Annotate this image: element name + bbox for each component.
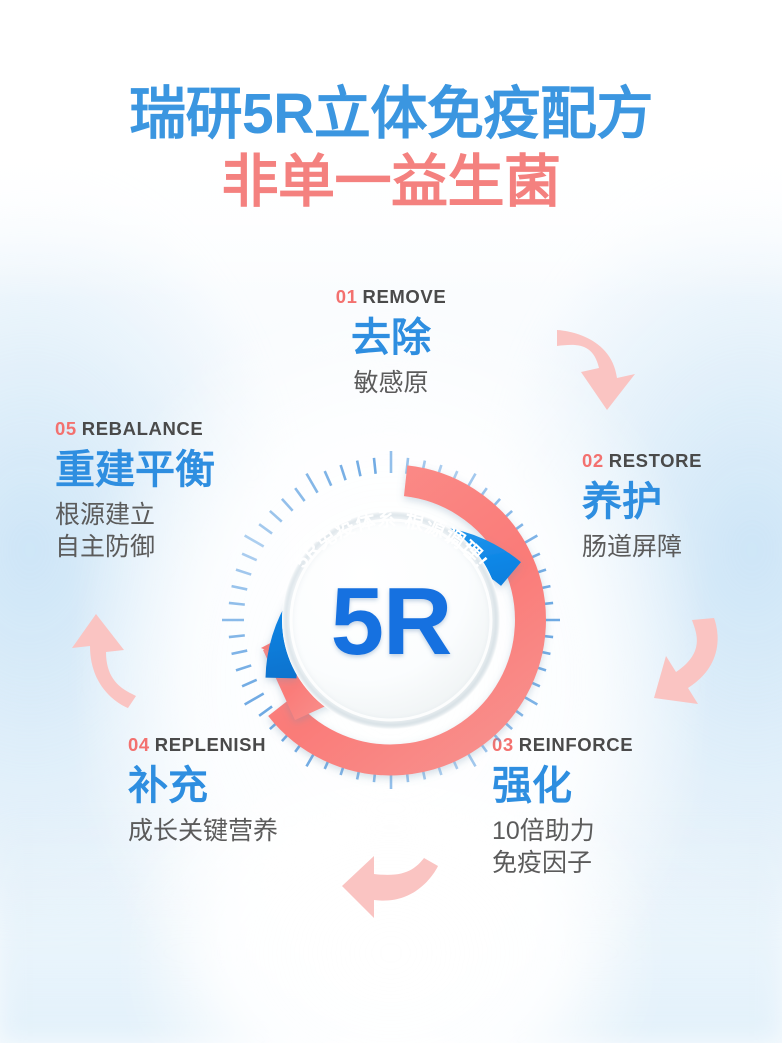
- step-02-number: 02: [582, 450, 604, 471]
- step-03-desc-line-1: 10倍助力: [492, 817, 595, 846]
- central-5r-badge: 5R免疫体系 根源调理! 5R: [222, 451, 560, 789]
- step-03-title: 强化: [492, 763, 572, 808]
- step-03-desc-line-2: 免疫因子: [492, 849, 593, 878]
- step-02-desc-line-1: 肠道屏障: [582, 533, 683, 562]
- step-01-desc-line-1: 敏感原: [353, 369, 429, 398]
- step-02-title: 养护: [582, 479, 662, 524]
- background-top-fade: [0, 0, 782, 300]
- connector-arrow-bottom-middle: [340, 852, 444, 927]
- step-04-english: REPLENISH: [154, 734, 267, 755]
- step-02-english: RESTORE: [608, 450, 703, 471]
- step-01-english: REMOVE: [362, 286, 447, 307]
- badge-inner-rim: [282, 511, 500, 729]
- badge-ring-salmon: [268, 465, 546, 776]
- step-01-title: 去除: [351, 315, 431, 360]
- step-04-number: 04: [128, 734, 150, 755]
- step-05-number: 05: [55, 418, 77, 439]
- step-01-number: 01: [335, 286, 358, 307]
- connector-arrow-top-right: [545, 322, 641, 419]
- connector-arrow-bottom-right: [648, 612, 738, 717]
- step-03-english: REINFORCE: [518, 734, 634, 755]
- badge-core-label: 5R: [331, 568, 452, 675]
- page-title-line-1: 瑞研5R立体免疫配方: [129, 82, 653, 146]
- step-04-desc-line-1: 成长关键营养: [128, 817, 279, 846]
- connector-arrow-bottom-left: [62, 612, 148, 717]
- badge-inner-highlight: [289, 518, 493, 722]
- step-05-desc-line-2: 自主防御: [55, 533, 156, 562]
- page-title: 瑞研5R立体免疫配方 非单一益生菌: [0, 82, 782, 215]
- step-05-title: 重建平衡: [55, 447, 215, 492]
- step-05-english: REBALANCE: [81, 418, 204, 439]
- step-04-title: 补充: [128, 763, 208, 808]
- step-05-desc-line-1: 根源建立: [55, 501, 156, 530]
- page-title-line-2: 非单一益生菌: [221, 150, 562, 215]
